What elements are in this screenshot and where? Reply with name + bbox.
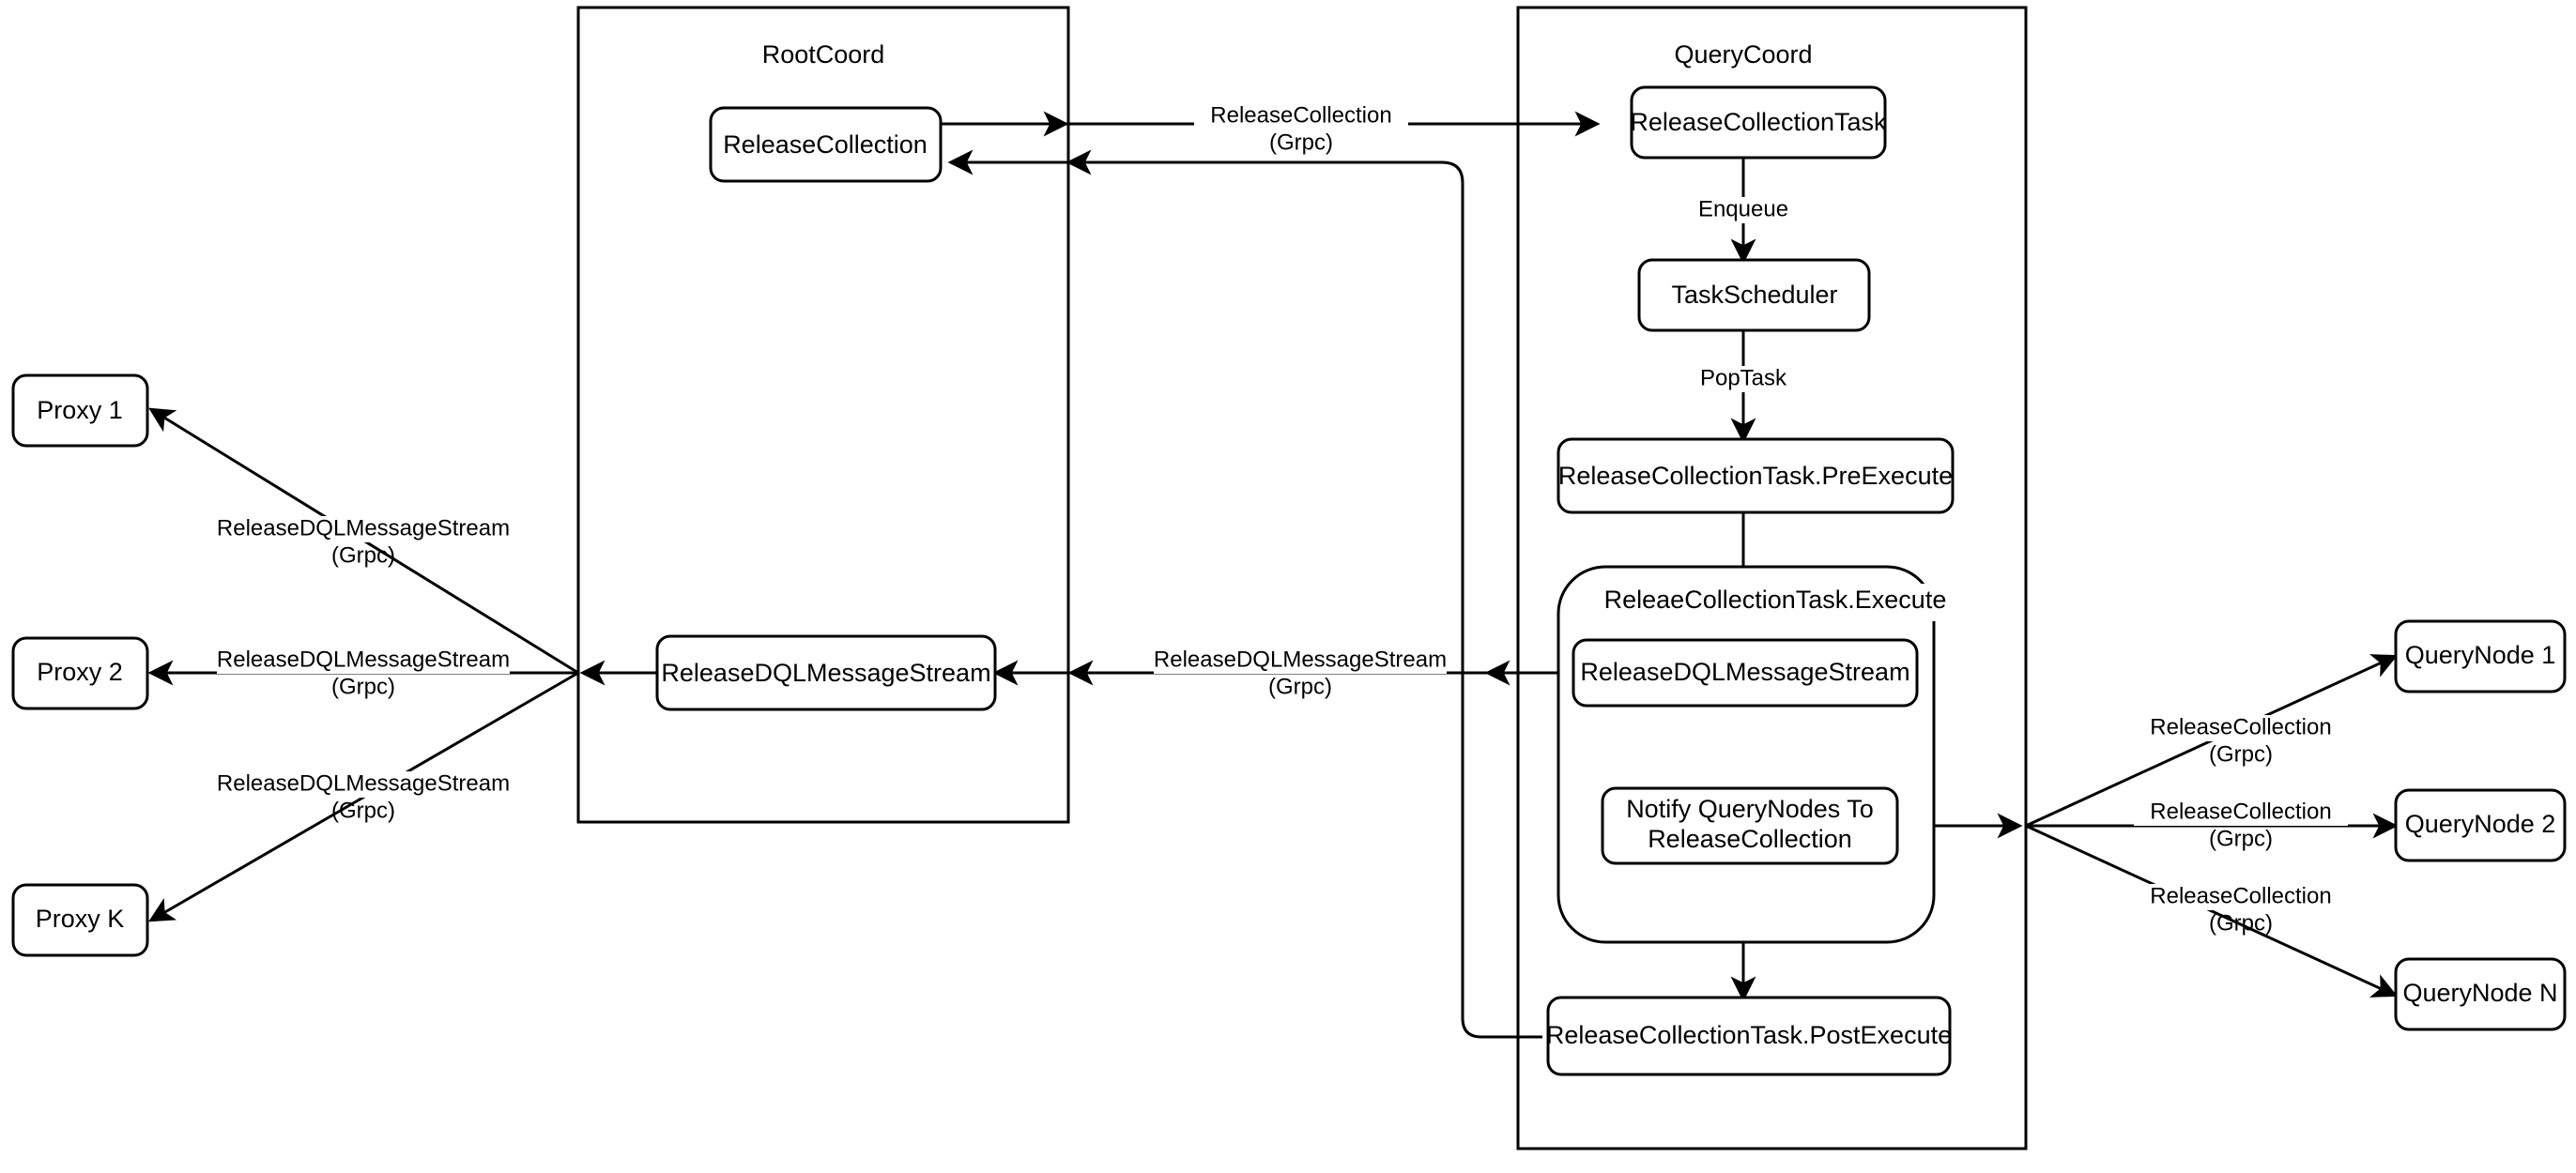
rootcoord-releasecollection-box[interactable] <box>709 106 943 183</box>
edge-label-proxy2-line1: ReleaseDQLMessageStream <box>217 647 510 672</box>
edge-label-querynode1-line1: ReleaseCollection <box>2150 714 2331 739</box>
label-bg-poptask <box>1692 366 1795 392</box>
edge-label-releasecollection-line1: ReleaseCollection <box>1210 102 1391 128</box>
edge-label-poptask-text: PopTask <box>1700 365 1787 390</box>
node-querynode-n[interactable]: QueryNode N <box>2394 957 2567 1031</box>
edge-label-releasecollection-grpc-querynoden: ReleaseCollection (Grpc) <box>2134 883 2348 936</box>
proxy-k-box[interactable] <box>11 883 149 957</box>
execute-group-boundary <box>1556 565 1936 944</box>
rootcoord-releasedql-label: ReleaseDQLMessageStream <box>661 659 990 687</box>
edge-label-releasecollection-grpc-querynode2: ReleaseCollection (Grpc) <box>2134 799 2348 851</box>
edge-label-proxy1-line2: (Grpc) <box>331 542 395 568</box>
edge-label-releasedql-mid-line2: (Grpc) <box>1268 674 1332 699</box>
node-notify-querynodes[interactable]: Notify QueryNodes To ReleaseCollection <box>1601 786 1899 865</box>
edge-label-querynoden-line2: (Grpc) <box>2209 910 2273 936</box>
postexecute-box[interactable] <box>1546 996 1952 1076</box>
execute-group-label: ReleaeCollectionTask.Execute <box>1604 586 1947 614</box>
edge-label-proxy1-line1: ReleaseDQLMessageStream <box>217 515 510 541</box>
querynode-n-label: QueryNode N <box>2402 979 2557 1007</box>
querynode-n-box[interactable] <box>2394 957 2567 1031</box>
querynode-2-box[interactable] <box>2394 788 2567 862</box>
node-qc-releasedqlmessagestream[interactable]: ReleaseDQLMessageStream <box>1572 638 1919 708</box>
querycoord-title: QueryCoord <box>1674 40 1812 69</box>
postexecute-label: ReleaseCollectionTask.PostExecute <box>1546 1021 1952 1049</box>
edge-label-releasecollection-line2: (Grpc) <box>1269 129 1333 155</box>
proxy-1-label: Proxy 1 <box>37 396 123 424</box>
notify-querynodes-label-line1: Notify QueryNodes To <box>1626 795 1874 823</box>
edge-label-enqueue: Enqueue <box>1685 196 1802 223</box>
rootcoord-releasecollection-label: ReleaseCollection <box>723 130 928 159</box>
label-bg-6 <box>2134 715 2348 741</box>
edge-label-querynode2-line2: (Grpc) <box>2209 826 2273 851</box>
edge-label-proxyk-line2: (Grpc) <box>331 798 395 823</box>
edge-label-proxy2-line2: (Grpc) <box>331 674 395 699</box>
querynode-1-label: QueryNode 1 <box>2405 641 2556 669</box>
querynode-1-box[interactable] <box>2394 619 2567 693</box>
label-bg-3 <box>217 516 510 542</box>
qc-releasedql-box[interactable] <box>1572 638 1919 708</box>
execute-group-label-bg <box>1602 584 1949 621</box>
edge-label-querynode1-line2: (Grpc) <box>2209 741 2273 767</box>
edge-label-releasedql-grpc-middle: ReleaseDQLMessageStream (Grpc) <box>1154 647 1447 699</box>
edge-label-enqueue-text: Enqueue <box>1698 196 1788 221</box>
proxy-2-label: Proxy 2 <box>37 658 123 686</box>
node-postexecute[interactable]: ReleaseCollectionTask.PostExecute <box>1546 996 1952 1076</box>
edge-label-releasecollection-grpc-querynode1: ReleaseCollection (Grpc) <box>2134 714 2348 767</box>
node-rootcoord-releasecollection[interactable]: ReleaseCollection <box>709 106 943 183</box>
qc-releasedql-label: ReleaseDQLMessageStream <box>1580 658 1909 686</box>
preexecute-label: ReleaseCollectionTask.PreExecute <box>1558 462 1953 490</box>
node-proxy-2[interactable]: Proxy 2 <box>11 636 149 710</box>
edge-label-releasedql-grpc-proxy2: ReleaseDQLMessageStream (Grpc) <box>217 647 510 699</box>
releasecollectiontask-label: ReleaseCollectionTask <box>1630 108 1887 136</box>
proxy-2-box[interactable] <box>11 636 149 710</box>
releasecollectiontask-box[interactable] <box>1630 85 1887 160</box>
edge-label-proxyk-line1: ReleaseDQLMessageStream <box>217 770 510 796</box>
preexecute-box[interactable] <box>1556 437 1955 514</box>
label-bg-1 <box>1194 103 1408 129</box>
edge-label-querynoden-line1: ReleaseCollection <box>2150 883 2331 908</box>
rootcoord-releasedql-box[interactable] <box>655 634 997 711</box>
notify-querynodes-label-line2: ReleaseCollection <box>1648 825 1852 853</box>
label-bg-4 <box>217 647 510 674</box>
label-bg-7 <box>2134 800 2348 826</box>
node-querynode-2[interactable]: QueryNode 2 <box>2394 788 2567 862</box>
proxy-k-label: Proxy K <box>36 905 125 933</box>
edge-label-releasedql-mid-line1: ReleaseDQLMessageStream <box>1154 647 1447 672</box>
node-querynode-1[interactable]: QueryNode 1 <box>2394 619 2567 693</box>
edge-label-querynode2-line1: ReleaseCollection <box>2150 799 2331 824</box>
edge-label-releasecollection-grpc-top: ReleaseCollection (Grpc) <box>1194 102 1408 155</box>
edge-label-poptask: PopTask <box>1692 365 1795 392</box>
edge-label-releasedql-grpc-proxy1: ReleaseDQLMessageStream (Grpc) <box>217 515 510 568</box>
taskscheduler-label: TaskScheduler <box>1671 281 1837 309</box>
node-releasecollectiontask[interactable]: ReleaseCollectionTask <box>1630 85 1887 160</box>
querynode-2-label: QueryNode 2 <box>2405 810 2556 838</box>
notify-querynodes-box[interactable] <box>1601 786 1899 865</box>
taskscheduler-box[interactable] <box>1637 258 1871 332</box>
edge-postexecute-to-rootcoord <box>947 149 1542 1039</box>
edge-label-releasedql-grpc-proxyk: ReleaseDQLMessageStream (Grpc) <box>217 770 510 823</box>
rootcoord-title: RootCoord <box>762 40 885 69</box>
node-proxy-k[interactable]: Proxy K <box>11 883 149 957</box>
node-taskscheduler[interactable]: TaskScheduler <box>1637 258 1871 332</box>
group-releae-collection-task-execute: ReleaeCollectionTask.Execute <box>1556 565 1949 944</box>
node-preexecute[interactable]: ReleaseCollectionTask.PreExecute <box>1556 437 1955 514</box>
label-bg-enqueue <box>1685 197 1802 223</box>
label-bg-5 <box>217 771 510 798</box>
proxy-1-box[interactable] <box>11 373 149 448</box>
node-rootcoord-releasedqlmessagestream[interactable]: ReleaseDQLMessageStream <box>655 634 997 711</box>
node-proxy-1[interactable]: Proxy 1 <box>11 373 149 448</box>
label-bg-2 <box>1154 647 1447 674</box>
label-bg-8 <box>2134 884 2348 910</box>
